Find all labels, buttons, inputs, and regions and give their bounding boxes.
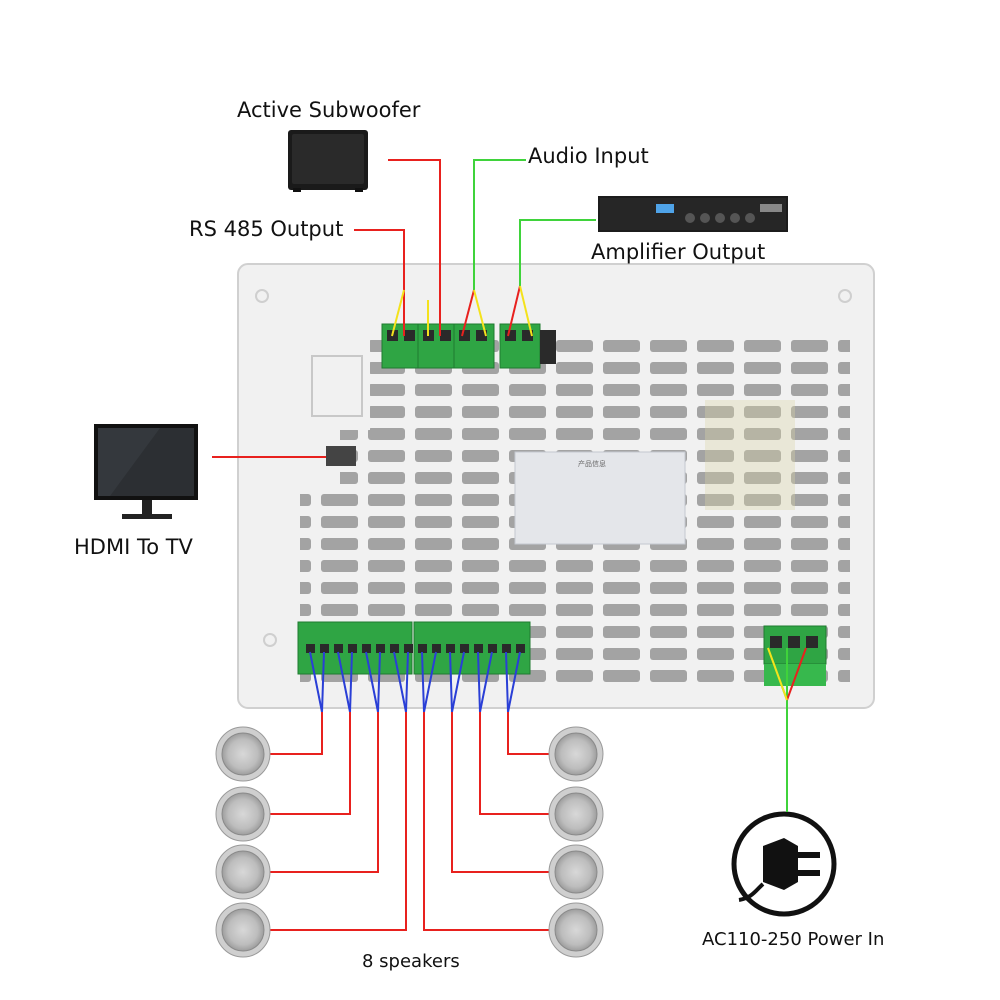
signal-wires <box>212 159 807 812</box>
terminal-block <box>381 323 423 369</box>
speaker-wire <box>451 651 465 713</box>
ceiling-speakers <box>215 726 604 958</box>
speaker-wire <box>405 651 409 713</box>
speaker-wire <box>270 712 407 931</box>
speaker-wire <box>337 651 351 713</box>
terminal-port <box>348 644 357 653</box>
audio-input-label: Audio Input <box>528 144 649 168</box>
rs485-label: RS 485 Output <box>189 217 344 241</box>
terminal-port <box>446 644 455 653</box>
power-plug-icon <box>731 811 837 917</box>
terminal-port <box>516 644 525 653</box>
terminal-port <box>432 644 441 653</box>
speaker-wire <box>349 651 353 713</box>
terminal-port <box>362 644 371 653</box>
hdmi-label: HDMI To TV <box>74 535 193 559</box>
speaker-wire <box>479 651 493 713</box>
speaker-wire <box>423 651 437 713</box>
speaker-wire <box>321 651 325 713</box>
terminal-block <box>499 323 541 369</box>
terminal-port <box>404 644 413 653</box>
terminal-port <box>502 644 511 653</box>
speaker-wire <box>393 651 407 713</box>
subwoofer-label: Active Subwoofer <box>237 98 421 122</box>
terminal-port <box>390 644 399 653</box>
terminal-block <box>453 323 495 369</box>
speaker-icon <box>548 786 604 842</box>
speaker-wire <box>507 712 549 755</box>
terminal-port <box>376 644 385 653</box>
speaker-icon <box>215 726 271 782</box>
speaker-wires <box>270 651 549 931</box>
speaker-wire <box>377 651 381 713</box>
svg-text:产品信息: 产品信息 <box>578 459 606 468</box>
controller-panel: 产品信息 <box>237 263 875 709</box>
speaker-terminal-blocks <box>297 621 531 675</box>
speaker-wire <box>270 712 379 873</box>
terminal-port <box>418 644 427 653</box>
speaker-wire <box>477 651 481 713</box>
speaker-wire <box>505 651 509 713</box>
terminal-block <box>413 621 531 675</box>
speaker-wire <box>365 651 379 713</box>
speaker-wire <box>270 712 351 815</box>
speaker-icon <box>215 902 271 958</box>
speaker-icon <box>548 726 604 782</box>
amplifier-label: Amplifier Output <box>591 240 766 264</box>
amplifier-icon <box>598 196 788 232</box>
subwoofer-icon <box>288 130 368 192</box>
speaker-icon <box>215 786 271 842</box>
speaker-wire <box>309 651 323 713</box>
terminal-port <box>460 644 469 653</box>
speaker-wire <box>507 651 521 713</box>
terminal-block <box>417 323 459 369</box>
speaker-wire <box>449 651 453 713</box>
power-label: AC110-250 Power In <box>702 929 885 950</box>
terminal-port <box>488 644 497 653</box>
terminal-port <box>334 644 343 653</box>
speaker-wire <box>270 712 323 755</box>
speaker-wire <box>479 712 549 815</box>
speakers-label: 8 speakers <box>362 951 460 972</box>
speaker-icon <box>215 844 271 900</box>
speaker-wire <box>421 651 425 713</box>
terminal-port <box>306 644 315 653</box>
speaker-icon <box>548 844 604 900</box>
terminal-connector <box>540 330 556 364</box>
terminal-port <box>320 644 329 653</box>
speaker-wire <box>451 712 549 873</box>
tv-icon <box>94 424 198 519</box>
speaker-icon <box>548 902 604 958</box>
terminal-port <box>474 644 483 653</box>
top-terminal-blocks <box>381 323 556 369</box>
speaker-wire <box>423 712 549 931</box>
